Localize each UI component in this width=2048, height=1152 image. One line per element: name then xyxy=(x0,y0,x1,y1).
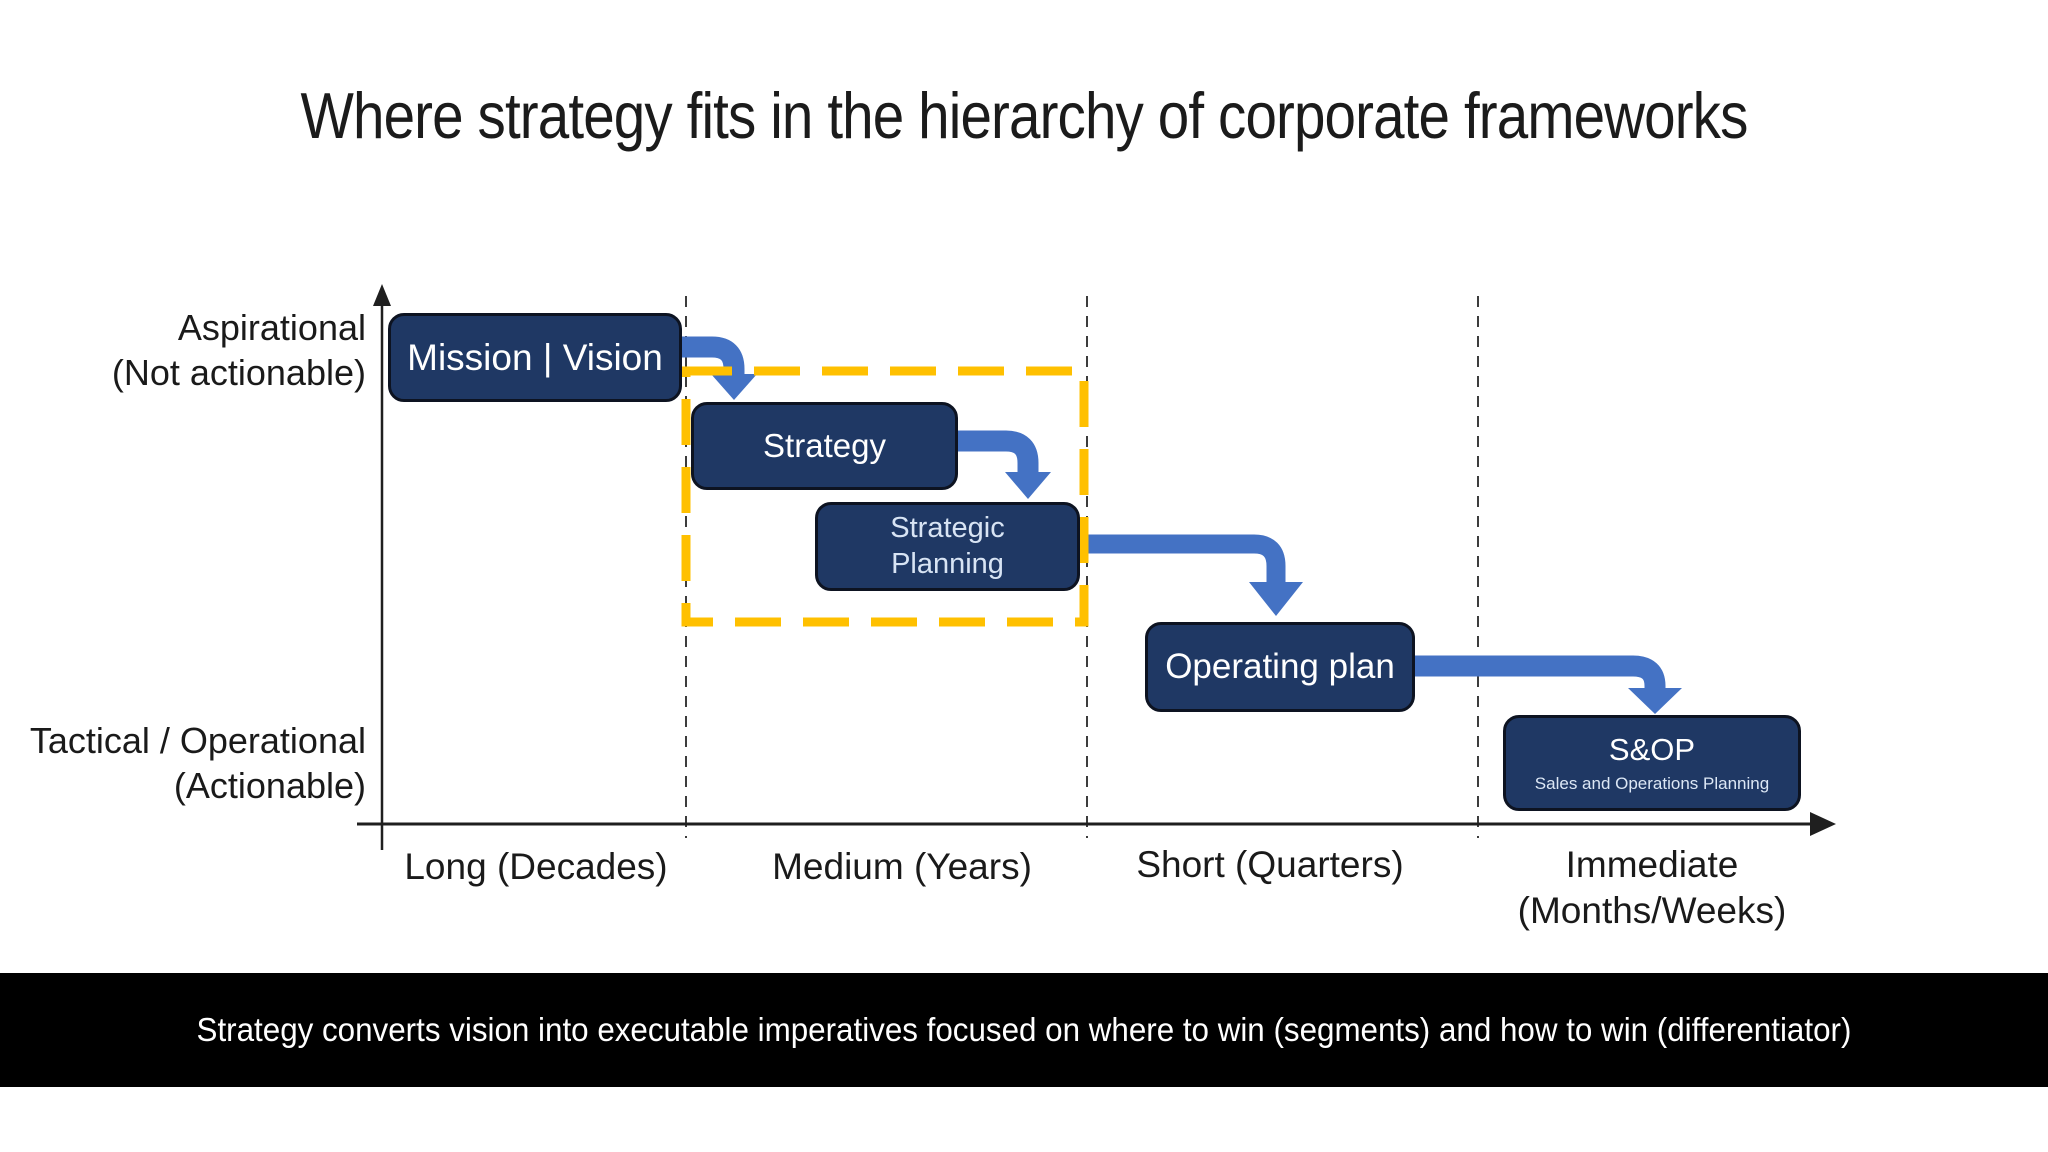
bottom-banner-text: Strategy converts vision into executable… xyxy=(196,1011,1852,1048)
x-axis-label-immediate-line2: (Months/Weeks) xyxy=(1517,890,1787,931)
flow-arrows xyxy=(678,336,1666,688)
flow-arrowheads xyxy=(711,374,1682,714)
x-axis-label-immediate-line1: Immediate xyxy=(1565,844,1739,885)
box-strategy-label: Strategy xyxy=(763,426,886,464)
arrow-planning-to-operating-head xyxy=(1249,582,1303,616)
arrow-operating-to-sop-shaft xyxy=(1410,655,1666,688)
x-axis-label-short: Short (Quarters) xyxy=(1070,842,1470,888)
box-operating-plan-label: Operating plan xyxy=(1165,646,1395,686)
bottom-banner: Strategy converts vision into executable… xyxy=(0,973,2048,1087)
arrow-operating-to-sop-head xyxy=(1628,688,1682,714)
y-axis-label-aspirational: Aspirational (Not actionable) xyxy=(0,305,366,395)
strategy-scope-highlight-rect xyxy=(681,366,1089,627)
x-axis-arrowhead xyxy=(1810,812,1836,836)
slide-title: Where strategy fits in the hierarchy of … xyxy=(300,79,1749,152)
box-sop-label: S&OP xyxy=(1608,731,1696,767)
x-axis-label-immediate: Immediate (Months/Weeks) xyxy=(1452,842,1852,934)
y-axis xyxy=(373,284,391,850)
arrow-strategy-to-planning-shaft xyxy=(954,430,1039,472)
x-axis-label-medium: Medium (Years) xyxy=(702,844,1102,890)
time-separators xyxy=(685,296,1479,838)
y-axis-label-tactical-line1: Tactical / Operational xyxy=(29,720,366,761)
y-axis-label-aspirational-line1: Aspirational xyxy=(177,307,366,348)
y-axis-label-tactical-line2: (Actionable) xyxy=(173,765,366,806)
x-axis-label-medium-line1: Medium (Years) xyxy=(772,846,1032,887)
arrow-planning-to-operating-shaft xyxy=(1078,534,1286,582)
arrow-mission-to-strategy-head xyxy=(711,374,757,400)
box-strategic-planning-label-line1: Strategic xyxy=(890,512,1005,545)
box-sop: S&OP Sales and Operations Planning xyxy=(1503,715,1801,811)
y-axis-label-tactical: Tactical / Operational (Actionable) xyxy=(0,718,366,808)
arrow-strategy-to-planning-head xyxy=(1005,472,1051,499)
x-axis-label-short-line1: Short (Quarters) xyxy=(1136,844,1404,885)
y-axis-label-aspirational-line2: (Not actionable) xyxy=(111,352,366,393)
box-strategic-planning: Strategic Planning xyxy=(815,502,1080,591)
box-mission-vision: Mission | Vision xyxy=(388,313,682,402)
y-axis-arrowhead xyxy=(373,284,391,306)
box-sop-sublabel: Sales and Operations Planning xyxy=(1534,773,1770,793)
box-strategic-planning-label-line2: Planning xyxy=(891,547,1004,580)
x-axis xyxy=(357,812,1836,836)
box-operating-plan: Operating plan xyxy=(1145,622,1415,712)
x-axis-label-long-line1: Long (Decades) xyxy=(404,846,668,887)
box-strategy: Strategy xyxy=(691,402,958,490)
arrow-mission-to-strategy-shaft xyxy=(678,336,745,374)
x-axis-label-long: Long (Decades) xyxy=(336,844,736,890)
box-mission-vision-label: Mission | Vision xyxy=(407,336,663,378)
